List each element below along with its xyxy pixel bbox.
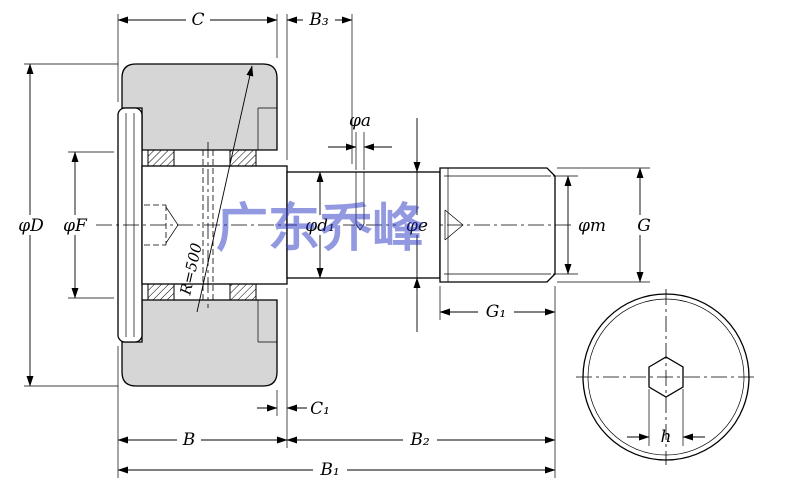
label-background [478,302,514,321]
label-background [403,430,437,449]
top-grease-hole [355,172,365,231]
label-background [12,215,50,235]
dim-label-phi-f: φF [63,216,88,236]
label-background [297,215,343,235]
dim-b2: B₂ [286,286,556,478]
dim-c1: C₁ [257,288,330,448]
leader-line [196,65,254,313]
dim-label-g: G [637,216,651,236]
dim-c: C [117,10,278,102]
dim-label-g1: G₁ [486,302,506,322]
dim-label-c: C [191,10,204,30]
dim-label-phi-m: φm [578,216,606,236]
watermark-text: 广东乔峰 [216,199,424,259]
needle-roller [229,149,257,167]
dim-label-phi-e: φe [406,216,428,236]
dim-b1: B₁ [117,460,556,480]
dim-phi-d1: φd₁ [297,171,343,279]
label-background [303,10,335,29]
label-background [177,430,201,449]
outer-ring-top-section [121,63,278,151]
dim-phi-d: φD [12,63,118,387]
dim-label-c1: C₁ [310,399,330,419]
label-background [186,10,210,29]
label-background [313,460,347,479]
dim-phi-a: φa [328,111,392,170]
dim-label-b: B [182,430,196,450]
dim-b: B [117,346,288,478]
dim-label-b3: B₃ [308,10,328,30]
label-background [56,215,94,235]
dim-b3: B₃ [286,10,353,164]
needle-roller [147,283,175,301]
label-background [572,215,614,235]
dim-g: G [557,167,655,283]
outer-ring [121,63,278,387]
dim-g1: G₁ [439,286,556,322]
label-background [631,215,655,235]
label-background [396,215,438,235]
outer-ring-bottom-section [121,299,278,387]
end-view: h [576,289,756,465]
needle-roller [229,283,257,301]
retaining-plate-joint-top [257,107,277,150]
dim-label-b2: B₂ [409,430,429,450]
dim-label-phi-a: φa [349,111,371,131]
front-section-view [96,63,588,387]
retaining-plate-joint-bottom [257,300,277,343]
dimensions: C B₃ φD φF [12,10,655,480]
center-drill-mark [444,209,464,241]
dim-label-phi-d1: φd₁ [305,216,335,236]
dim-phi-m: φm [553,175,614,275]
dim-label-phi-d: φD [18,216,44,236]
dim-phi-f: φF [56,151,114,299]
needle-roller [147,149,175,167]
dim-label-b1: B₁ [319,460,339,480]
dim-phi-e: φe [396,118,438,332]
